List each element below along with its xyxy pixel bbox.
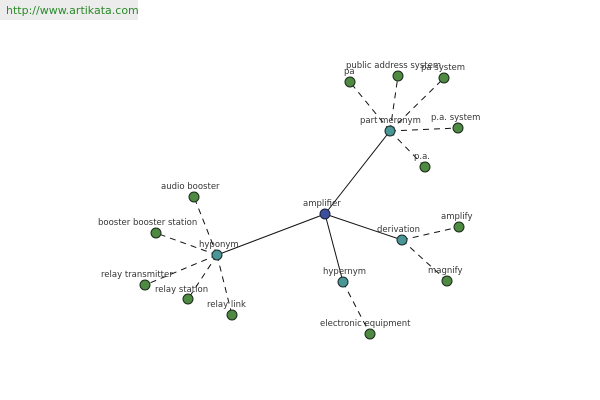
label-amplify: amplify xyxy=(441,212,472,222)
node-booster-booster-station[interactable] xyxy=(150,227,162,239)
node-relay-transmitter[interactable] xyxy=(139,279,151,291)
node-public-address-system[interactable] xyxy=(392,70,404,82)
edge-hyponym-relay-transmitter xyxy=(144,254,218,286)
label-amplifier: amplifier xyxy=(303,199,341,209)
url-bar: http://www.artikata.com xyxy=(0,0,139,20)
label-public-address-system: public address system xyxy=(346,61,441,71)
node-hypernym[interactable] xyxy=(337,276,349,288)
node-derivation[interactable] xyxy=(396,234,408,246)
node-pa-system[interactable] xyxy=(438,72,450,84)
label-pa-system: pa system xyxy=(421,63,465,73)
label-part-meronym: part meronym xyxy=(360,116,421,126)
edge-root-part-meronym xyxy=(324,130,391,215)
label-audio-booster: audio booster xyxy=(161,182,220,192)
node-audio-booster[interactable] xyxy=(188,191,200,203)
label-magnify: magnify xyxy=(428,266,463,276)
edge-part-meronym-public-address-system xyxy=(389,75,399,132)
edge-derivation-amplify xyxy=(401,226,460,241)
label-p-a-system: p.a. system xyxy=(431,113,480,123)
node-p-a-system[interactable] xyxy=(452,122,464,134)
node-magnify[interactable] xyxy=(441,275,453,287)
label-derivation: derivation xyxy=(377,225,420,235)
label-booster-booster-station: booster booster station xyxy=(98,218,197,228)
label-electronic-equipment: electronic equipment xyxy=(320,319,411,329)
label-hyponym: hyponym xyxy=(199,240,239,250)
node-electronic-equipment[interactable] xyxy=(364,328,376,340)
edge-root-hypernym xyxy=(324,213,344,283)
edge-root-derivation xyxy=(324,213,403,241)
node-relay-station[interactable] xyxy=(182,293,194,305)
node-p-a[interactable] xyxy=(419,161,431,173)
site-link[interactable]: http://www.artikata.com xyxy=(6,4,139,17)
edge-hyponym-relay-station xyxy=(187,254,218,300)
label-hypernym: hypernym xyxy=(323,267,366,277)
edge-hypernym-electronic-equipment xyxy=(342,281,371,335)
node-hyponym[interactable] xyxy=(211,249,223,261)
node-pa[interactable] xyxy=(344,76,356,88)
edge-part-meronym-p-a xyxy=(389,130,426,168)
label-relay-link: relay link xyxy=(207,300,246,310)
label-relay-transmitter: relay transmitter xyxy=(101,270,173,280)
node-amplify[interactable] xyxy=(453,221,465,233)
edge-root-hyponym xyxy=(216,213,326,256)
edge-part-meronym-p-a-system xyxy=(389,127,459,132)
node-amplifier[interactable] xyxy=(319,208,331,220)
label-pa: pa xyxy=(344,67,355,77)
node-relay-link[interactable] xyxy=(226,309,238,321)
label-p-a: p.a. xyxy=(414,152,430,162)
edge-part-meronym-pa-system xyxy=(389,77,445,132)
label-relay-station: relay station xyxy=(155,285,208,295)
node-part-meronym[interactable] xyxy=(384,125,396,137)
